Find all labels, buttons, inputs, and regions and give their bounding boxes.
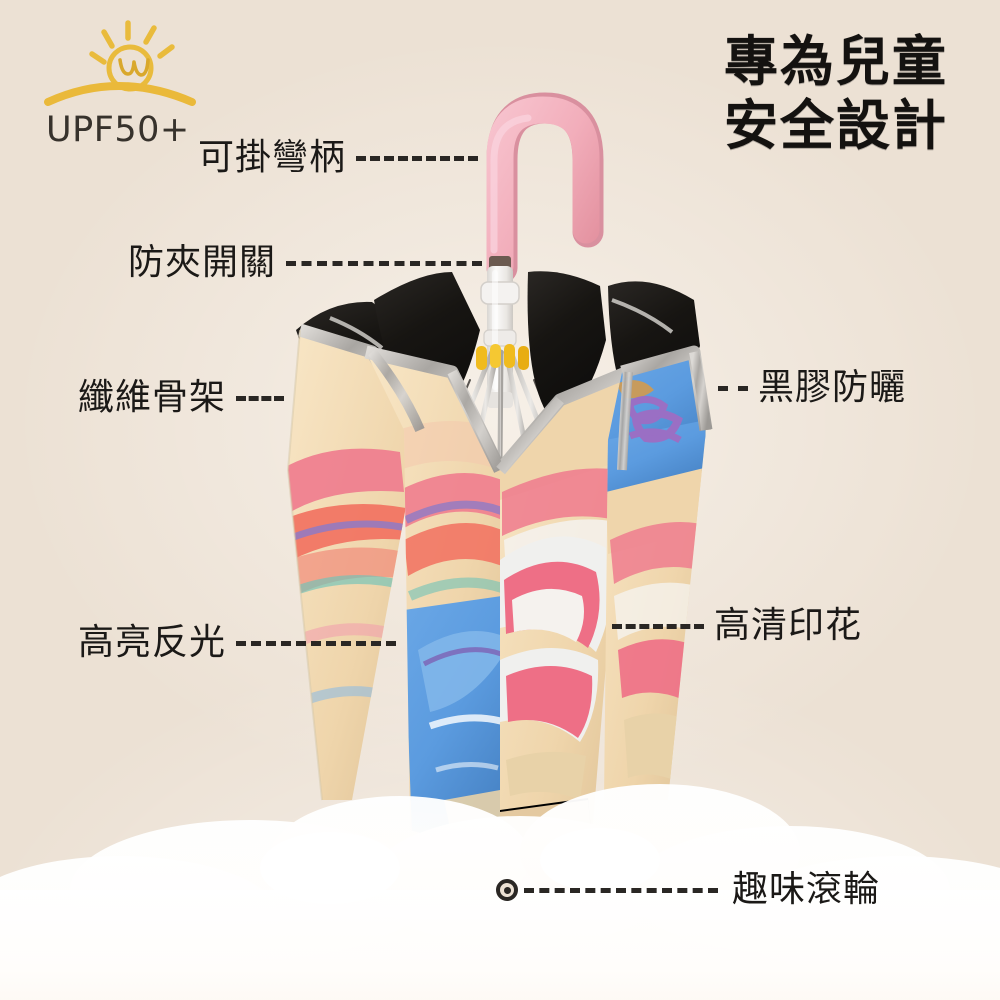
callout-fiber-frame: 纖維骨架 <box>78 377 285 418</box>
callout-label: 高清印花 <box>714 605 863 646</box>
callout-uv-coating: 黑膠防曬 <box>718 370 906 406</box>
sun-uv-icon <box>44 20 196 106</box>
headline-line-2: 安全設計 <box>724 93 948 157</box>
dashed-leader-line <box>286 260 483 266</box>
callout-label: 黑膠防曬 <box>758 367 907 408</box>
dashed-leader-line <box>236 640 397 646</box>
callout-roller-tip: 趣味滾輪 <box>496 872 880 908</box>
umbrella-shaft <box>480 266 520 408</box>
umbrella-handle <box>486 92 604 284</box>
callout-label: 趣味滾輪 <box>732 869 881 910</box>
dashed-leader-line <box>236 395 285 401</box>
upf-badge: UPF50+ <box>42 18 222 150</box>
callout-label: 纖維骨架 <box>78 377 227 418</box>
callout-hook-handle: 可掛彎柄 <box>198 137 479 178</box>
rib-tip-yellow <box>476 344 529 370</box>
dot-marker-icon <box>496 879 518 901</box>
headline-line-1: 專為兒童 <box>724 30 948 93</box>
callout-hd-print: 高清印花 <box>612 608 862 644</box>
page-title: 專為兒童 安全設計 <box>724 30 948 157</box>
dashed-leader-line <box>524 887 718 893</box>
callout-label: 防夾開關 <box>128 242 277 283</box>
callout-label: 可掛彎柄 <box>198 137 347 178</box>
canopy-panels <box>286 298 713 858</box>
callout-label: 高亮反光 <box>78 622 227 663</box>
callout-anti-pinch: 防夾開關 <box>128 242 483 283</box>
dashed-leader-line <box>612 623 704 629</box>
dashed-leader-line <box>356 155 479 161</box>
upf-rating-text: UPF50+ <box>46 110 190 150</box>
umbrella-ribs <box>439 344 563 465</box>
callout-reflective: 高亮反光 <box>78 622 397 663</box>
canopy-underside <box>296 271 700 428</box>
dashed-leader-line <box>718 385 748 391</box>
